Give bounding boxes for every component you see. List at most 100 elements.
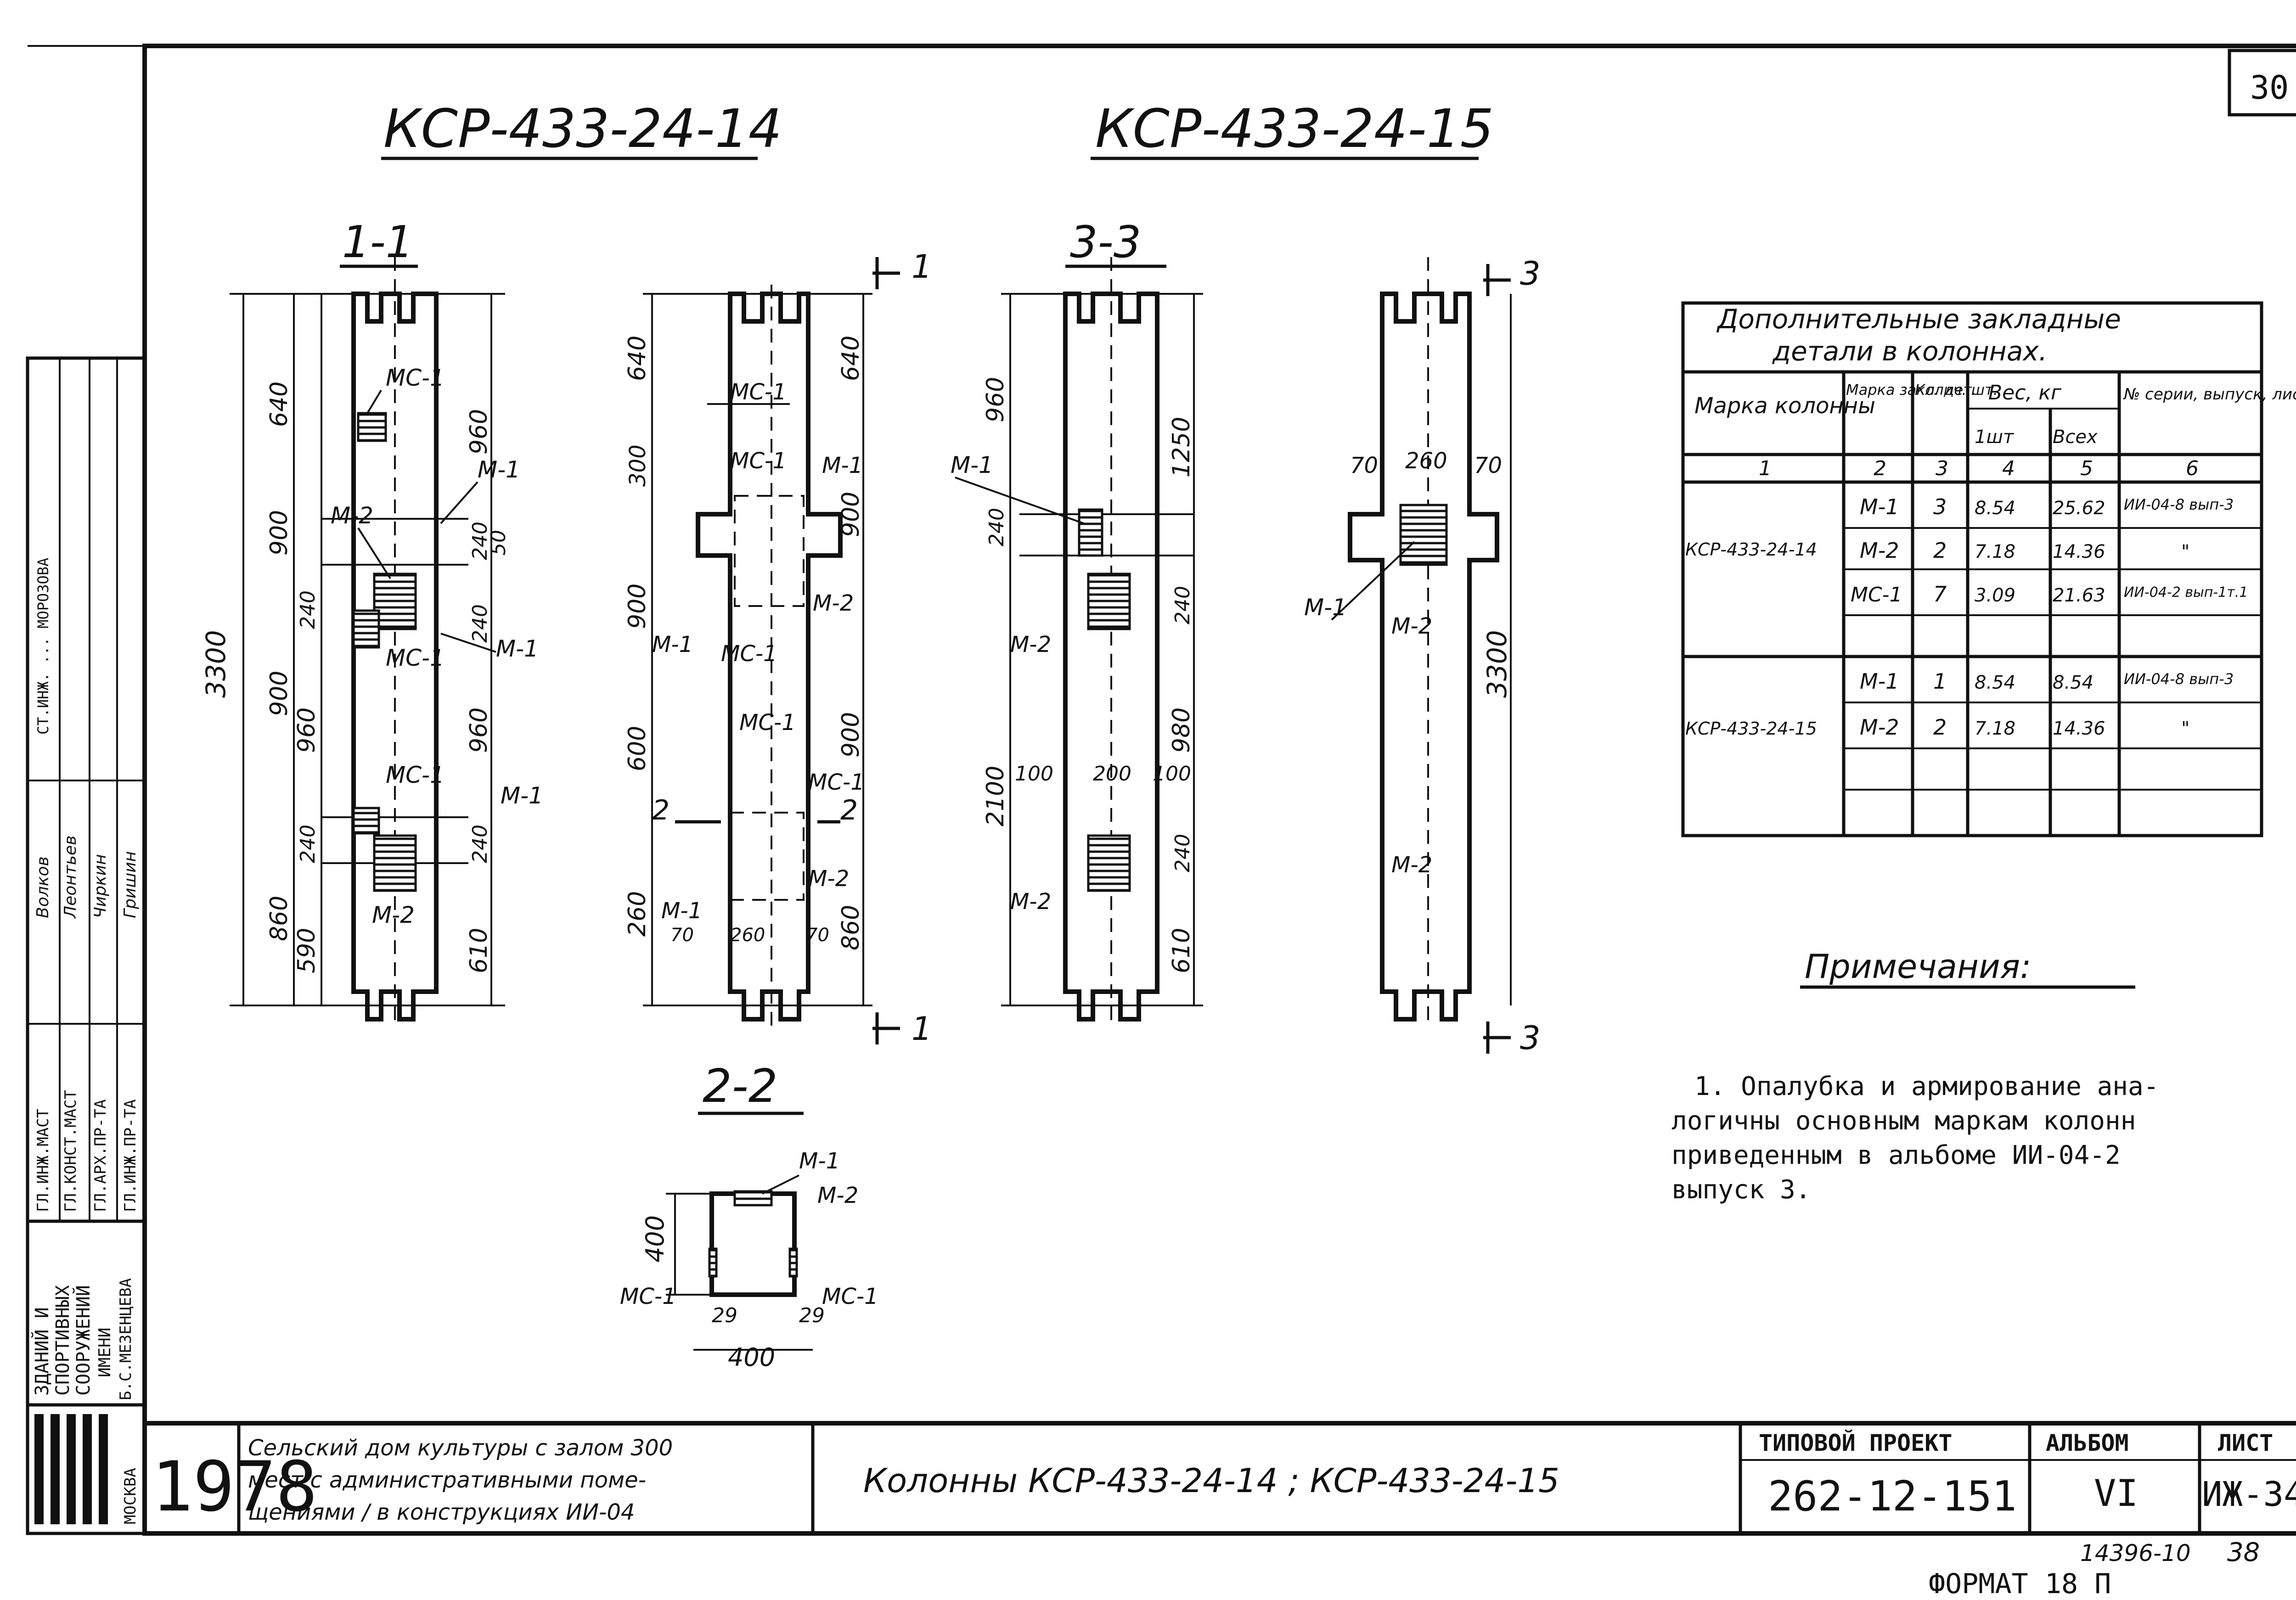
section-3-3-label: 3-3 — [1070, 217, 1141, 268]
bottom-page: 38 — [2227, 1538, 2260, 1567]
r5-ser: " — [2181, 718, 2189, 739]
dim-29-a: 29 — [712, 1304, 737, 1327]
r5-det: М-2 — [1860, 715, 1899, 740]
notes-line3: приведенным в альбоме ИИ-04-2 — [1671, 1140, 2121, 1170]
callout-m1-6: М-1 — [661, 898, 702, 924]
dim-3300-b: 3300 — [1481, 630, 1513, 698]
callout-m1-5: М-1 — [652, 632, 693, 657]
notes-line1: 1. Опалубка и армирование ана- — [1694, 1072, 2159, 1101]
callout-m1-9: М-1 — [799, 1148, 840, 1174]
dim-240-e: 240 — [468, 825, 492, 863]
notes-line4: выпуск 3. — [1671, 1175, 1811, 1205]
callout-m2-1: М-2 — [331, 502, 373, 529]
callout-mc1-4: МС-1 — [730, 379, 787, 405]
table-title-line2: детали в колоннах. — [1772, 336, 2047, 367]
dim-640-a: 640 — [265, 382, 293, 427]
h-typ: ТИПОВОЙ ПРОЕКТ — [1759, 1429, 1952, 1456]
th-seria: № серии, выпуск, лист. — [2123, 385, 2296, 404]
r4-ser: ИИ-04-8 вып-3 — [2124, 670, 2234, 688]
section-mark-2-left: 2 — [652, 794, 670, 826]
callout-m2-5: М-2 — [1010, 632, 1051, 657]
section-3-3: 3-3 960 240 2100 1250 240 980 240 610 М-… — [951, 217, 1203, 1028]
th-kol: Колич. шт. — [1915, 381, 1998, 399]
elevation-14: 640 300 900 600 260 640 900 900 860 МС-1… — [624, 248, 932, 1048]
callout-m2-3: М-2 — [813, 590, 854, 616]
callout-m1-7: М-1 — [951, 452, 993, 478]
r2-wall: 14.36 — [2053, 541, 2105, 562]
dim-240-f: 240 — [985, 508, 1008, 546]
dim-610-b: 610 — [1168, 928, 1195, 973]
r3-w1: 3.09 — [1975, 585, 2015, 606]
section-2-2-label: 2-2 — [703, 1059, 777, 1113]
dim-300-a: 300 — [625, 444, 651, 487]
dim-29-b: 29 — [799, 1304, 825, 1327]
callout-m1-8: М-1 — [1304, 594, 1347, 621]
r2-qty: 2 — [1933, 538, 1947, 563]
dim-960-c: 960 — [465, 707, 493, 753]
col-num-4: 4 — [2002, 457, 2015, 480]
col-num-3: 3 — [1936, 457, 1948, 480]
dim-400-b: 400 — [728, 1343, 775, 1372]
dim-980-a: 980 — [1168, 707, 1195, 753]
r5-wall: 14.36 — [2053, 718, 2105, 739]
dim-240-g: 240 — [1171, 586, 1194, 624]
r3-qty: 7 — [1933, 582, 1947, 606]
h-album: АЛЬБОМ — [2046, 1430, 2129, 1456]
city: МОСКВА — [121, 1468, 140, 1524]
dim-200-a: 200 — [1093, 762, 1131, 786]
callout-mc1-1: МС-1 — [386, 365, 445, 391]
callout-mc1-7: МС-1 — [739, 710, 796, 735]
notes-line2: логичны основным маркам колонн — [1671, 1106, 2136, 1136]
dim-610-a: 610 — [465, 928, 493, 973]
col-num-6: 6 — [2186, 457, 2199, 480]
r2-ser: " — [2181, 541, 2189, 562]
r5-w1: 7.18 — [1975, 718, 2015, 739]
role-4: ГЛ.ИНЖ.МАСТ — [34, 1109, 52, 1212]
desc-line3: щениями / в конструкциях ИИ-04 — [248, 1499, 635, 1525]
institute-logo — [34, 1414, 108, 1524]
callout-mc1-8: МС-1 — [808, 769, 865, 795]
desc-line2: мест с административными поме- — [248, 1467, 646, 1493]
dim-100-a: 100 — [1015, 762, 1053, 786]
dim-240-h: 240 — [1171, 834, 1194, 872]
typ: 262-12-151 — [1768, 1472, 2017, 1521]
dim-590-a: 590 — [293, 928, 321, 973]
dim-50-a: 50 — [487, 530, 510, 556]
callout-m2-8: М-2 — [1391, 852, 1432, 878]
side-extra: СТ.ИНЖ. ... МОРОЗОВА — [34, 558, 52, 735]
callout-mc1-9: МС-1 — [620, 1284, 676, 1309]
role-1: ГЛ.ИНЖ.ПР-ТА — [121, 1099, 140, 1212]
r1-qty: 3 — [1933, 494, 1947, 519]
r2-w1: 7.18 — [1975, 541, 2015, 562]
dim-70-a: 70 — [670, 925, 694, 946]
year: 1978 — [152, 1447, 317, 1527]
name-4: Волков — [34, 856, 52, 918]
column-1-outline — [351, 292, 439, 1022]
column-4-outline — [1348, 292, 1499, 1022]
dim-960-a: 960 — [293, 707, 321, 753]
org-line2: СПОРТИВНЫХ — [52, 1285, 73, 1396]
callout-mc1-10: МС-1 — [822, 1284, 878, 1309]
row2-col: КСР-433-24-15 — [1685, 719, 1817, 739]
r4-det: М-1 — [1860, 669, 1899, 694]
dim-960-d: 960 — [982, 377, 1009, 422]
callout-m2-6: М-2 — [1010, 889, 1051, 915]
r4-w1: 8.54 — [1975, 672, 2015, 693]
column-3-outline — [1063, 292, 1159, 1022]
sheet-title: Колонны КСР-433-24-14 ; КСР-433-24-15 — [863, 1461, 1559, 1500]
name-2: Чиркин — [91, 854, 110, 918]
r3-wall: 21.63 — [2053, 585, 2105, 606]
h-list: ЛИСТ — [2218, 1430, 2273, 1456]
section-1-1: 1-1 3300 640 900 900 860 240 960 240 590… — [200, 217, 543, 1028]
callout-m2-7: М-2 — [1391, 613, 1432, 639]
section-mark-2-right: 2 — [840, 794, 858, 826]
callout-mc1-3: МС-1 — [386, 762, 445, 788]
section-mark-1-bottom: 1 — [912, 1010, 932, 1048]
dim-600-a: 600 — [624, 726, 651, 771]
dim-240-a: 240 — [296, 590, 320, 629]
name-1: Гришин — [121, 851, 140, 918]
callout-mc1-5: МС-1 — [730, 448, 787, 474]
callout-m1-2: М-1 — [496, 635, 539, 662]
th-vesall: Всех — [2053, 427, 2098, 448]
dim-860-b: 860 — [837, 905, 865, 950]
